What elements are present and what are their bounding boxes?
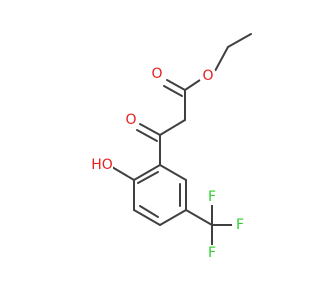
atom-f-bottom: F bbox=[208, 245, 216, 261]
atom-ketone-o: O bbox=[125, 112, 136, 128]
label-bg bbox=[148, 65, 166, 83]
bond-ketone-c-o-double-a bbox=[139, 123, 161, 136]
molecule-diagram: O O O HO F F F bbox=[89, 33, 252, 261]
label-bg bbox=[199, 67, 217, 85]
ring-bond-4 bbox=[159, 209, 187, 226]
ring-bond-6 bbox=[159, 164, 187, 181]
atom-f-right: F bbox=[236, 217, 244, 233]
label-bg bbox=[204, 245, 220, 261]
atom-hydroxyl: HO bbox=[91, 157, 113, 173]
ring-bond-3 bbox=[133, 209, 161, 226]
bond-ketone-c-o-double-b bbox=[136, 129, 158, 142]
bond-ch3-ch2 bbox=[227, 33, 252, 48]
ring-double-inner-1 bbox=[137, 171, 159, 184]
bond-o-ester-c bbox=[184, 79, 201, 91]
structure-canvas: O O O HO F F F bbox=[89, 33, 252, 261]
ring-double-inner-2 bbox=[139, 205, 159, 218]
bond-ring-oh bbox=[111, 166, 135, 181]
atom-carbonyl-o: O bbox=[151, 66, 162, 82]
bond-ester-c-o-double-a bbox=[166, 79, 186, 91]
label-bg bbox=[122, 111, 140, 129]
label-bg bbox=[232, 217, 248, 233]
bond-ch2-ketone-c bbox=[159, 119, 186, 136]
bond-ring-cf3 bbox=[185, 209, 213, 226]
label-bg bbox=[89, 156, 113, 174]
bond-ester-c-o-double-b bbox=[163, 85, 183, 97]
atom-f-top: F bbox=[208, 189, 216, 205]
ring-bond-1 bbox=[133, 164, 161, 181]
bond-ch2-o bbox=[214, 46, 229, 72]
label-bg bbox=[204, 189, 220, 205]
atom-ester-o: O bbox=[202, 68, 213, 84]
